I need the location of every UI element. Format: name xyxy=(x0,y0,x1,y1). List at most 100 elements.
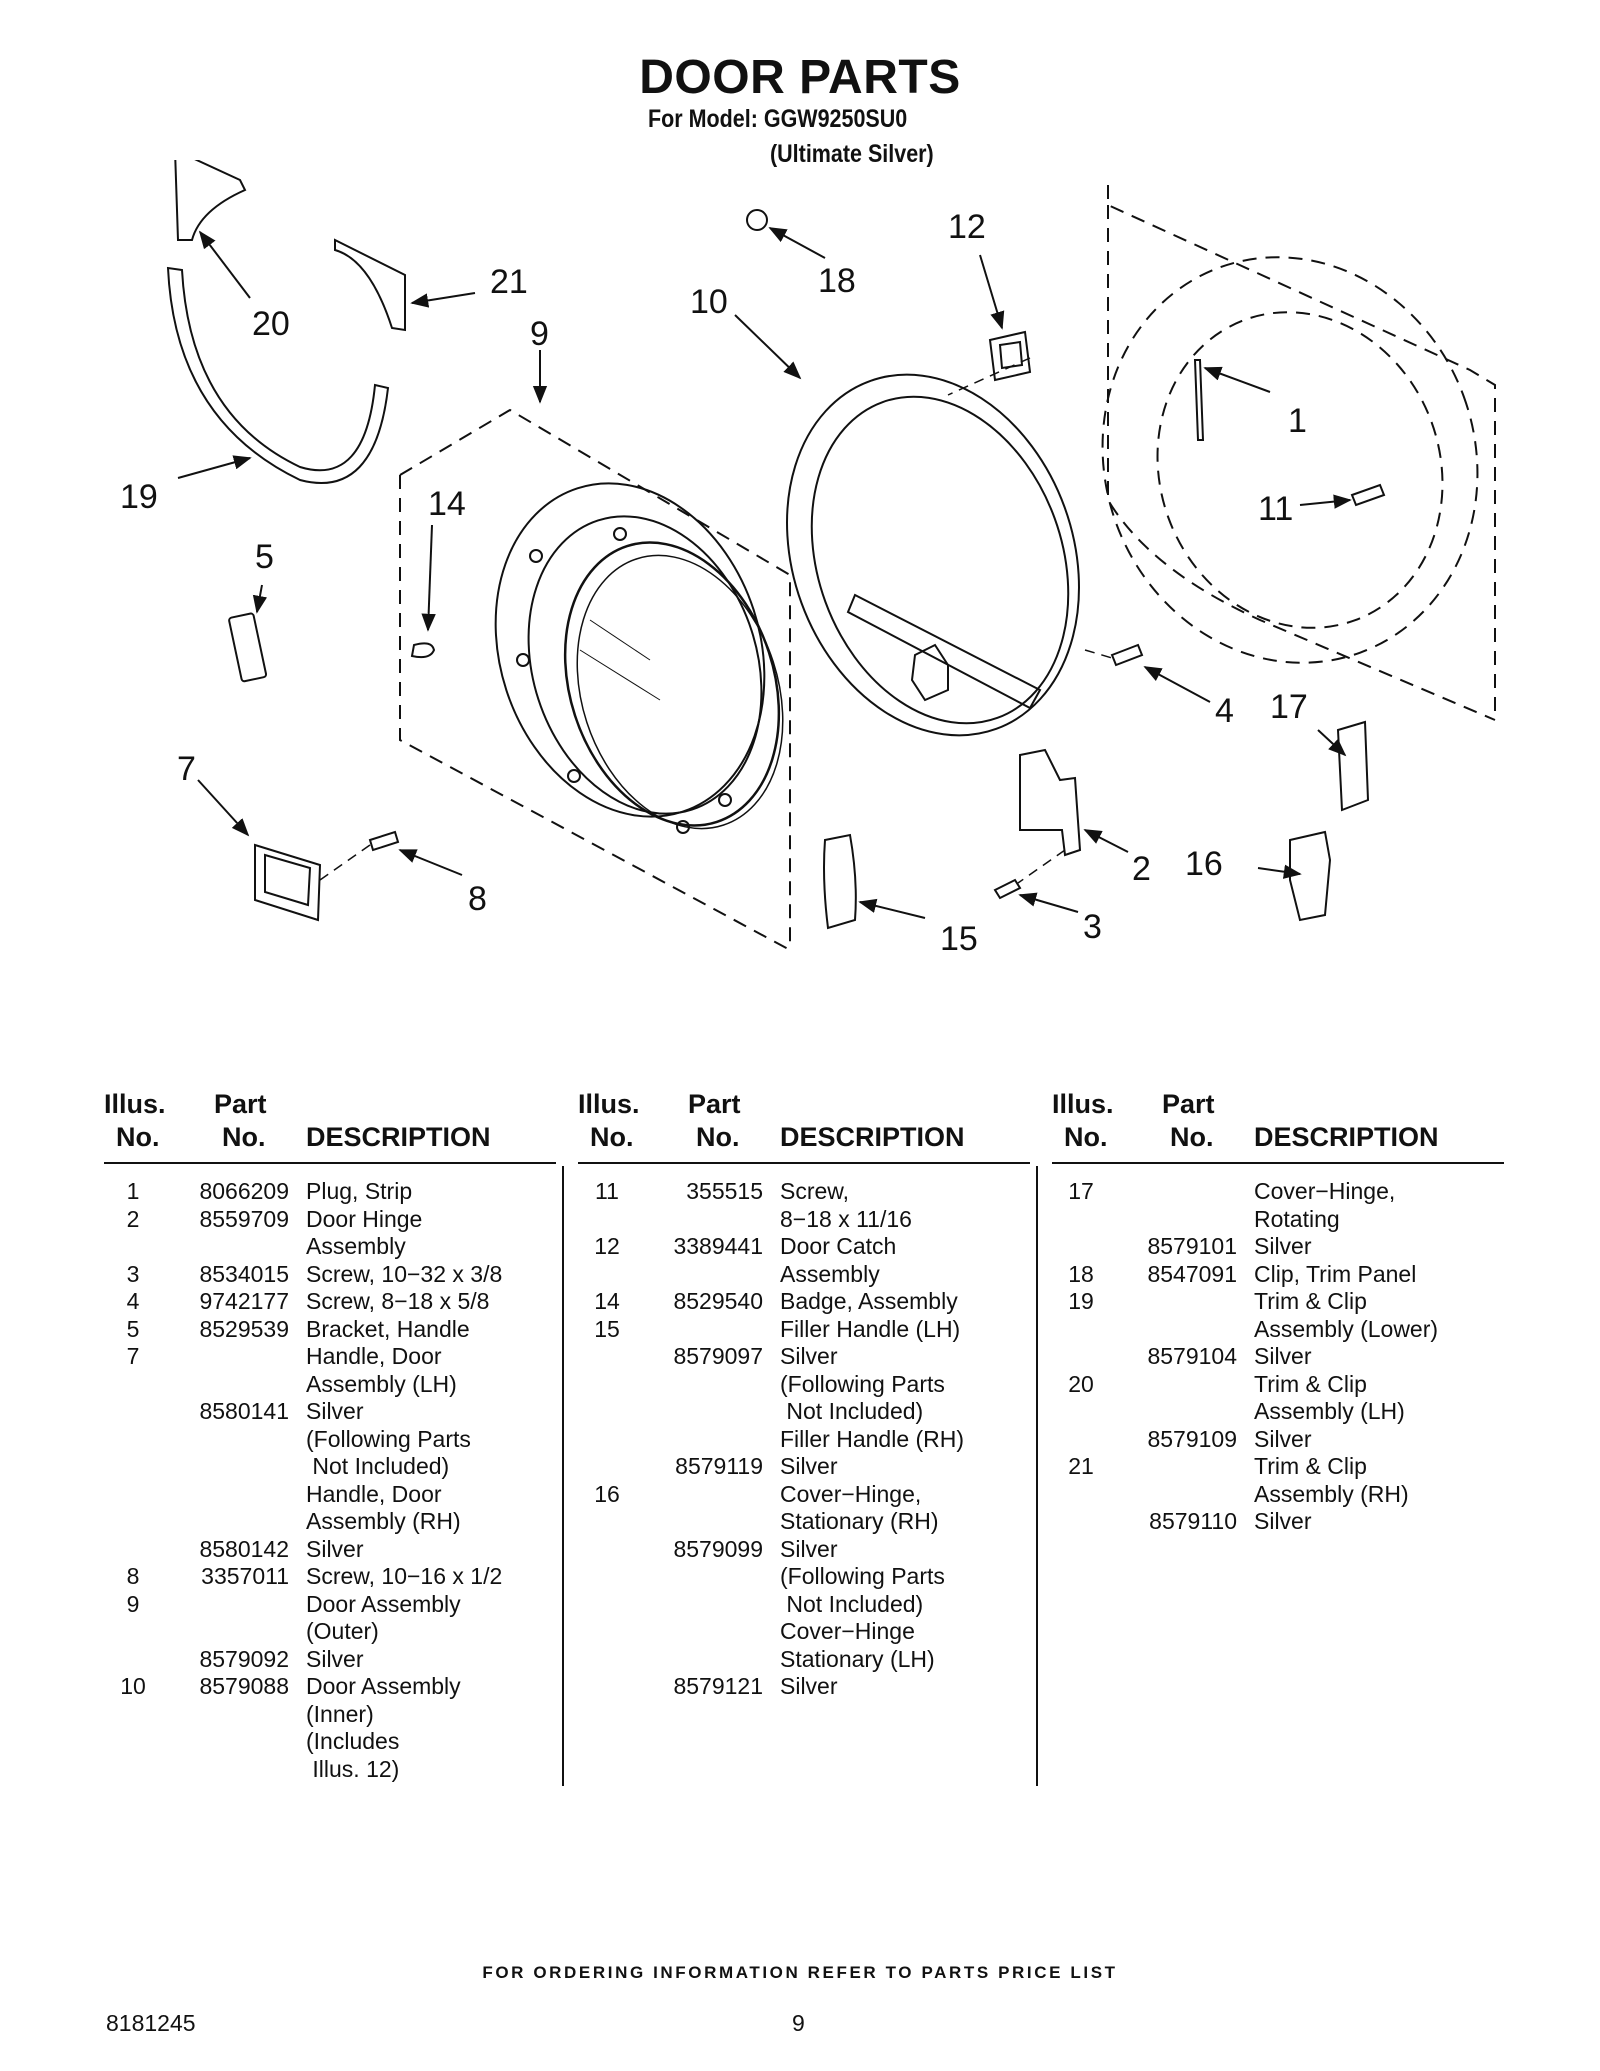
description-cell: Cover−Hinge xyxy=(780,1618,915,1644)
table-row: Filler Handle (RH) xyxy=(578,1426,1030,1454)
description-cell: (Following Parts xyxy=(780,1370,945,1397)
table-row: (Outer) xyxy=(104,1618,556,1646)
badge xyxy=(410,642,436,659)
table-row: 21 Trim & Clip xyxy=(1052,1453,1504,1481)
description-cell: Filler Handle (RH) xyxy=(780,1425,965,1452)
callout-14: 14 xyxy=(428,485,466,523)
part-no-cell: 8579092 xyxy=(199,1645,289,1672)
part-no-cell: 8529540 xyxy=(673,1288,763,1314)
illus-no-cell: 10 xyxy=(120,1673,146,1699)
callout-20: 20 xyxy=(252,305,290,343)
description-cell: Door Assembly xyxy=(306,1590,461,1617)
callout-12: 12 xyxy=(948,208,986,246)
part-no-cell: 8579099 xyxy=(673,1535,763,1562)
part-no-cell: 8579104 xyxy=(1147,1343,1237,1369)
table-row: Assembly xyxy=(578,1261,1030,1289)
description-cell: Silver xyxy=(780,1673,838,1699)
description-cell: Clip, Trim Panel xyxy=(1254,1260,1417,1287)
description-cell: Assembly xyxy=(780,1260,880,1287)
part-no-cell: 8547091 xyxy=(1147,1260,1237,1287)
table-row: 9 Door Assembly xyxy=(104,1591,556,1619)
part-no-cell: 8579097 xyxy=(673,1343,763,1369)
callout-21: 21 xyxy=(490,263,528,301)
header-description: DESCRIPTION xyxy=(1254,1122,1439,1152)
table-row: Assembly (RH) xyxy=(104,1508,556,1536)
callout-17: 17 xyxy=(1270,688,1308,726)
part-no-cell: 8534015 xyxy=(199,1260,289,1287)
ordering-note: FOR ORDERING INFORMATION REFER TO PARTS … xyxy=(482,1963,1118,1982)
plug-strip xyxy=(1193,359,1205,441)
outer-door-outline xyxy=(399,408,791,951)
description-cell: Trim & Clip xyxy=(1254,1370,1367,1397)
header-illus-no: No. xyxy=(590,1122,634,1152)
clip-trim-panel xyxy=(746,209,768,231)
part-no-cell: 3389441 xyxy=(673,1233,763,1259)
outer-door xyxy=(494,482,784,834)
illus-no-cell: 4 xyxy=(126,1288,140,1314)
callout-2: 2 xyxy=(1132,850,1151,888)
page-title: DOOR PARTS xyxy=(639,51,961,104)
illus-no-cell: 11 xyxy=(595,1178,619,1204)
page-number: 9 xyxy=(792,2010,805,2036)
header-illus: Illus. xyxy=(578,1089,640,1119)
header-part: Part xyxy=(688,1089,741,1119)
table-row: Stationary (RH) xyxy=(578,1508,1030,1536)
description-cell: Not Included) xyxy=(780,1590,924,1617)
illus-no-cell: 9 xyxy=(126,1590,140,1617)
callout-9: 9 xyxy=(530,315,549,353)
part-no-cell: 8529539 xyxy=(199,1315,289,1342)
callout-3: 3 xyxy=(1083,908,1102,946)
description-cell: Badge, Assembly xyxy=(780,1288,958,1314)
bracket-handle xyxy=(228,612,268,683)
description-cell: Rotating xyxy=(1254,1205,1340,1232)
callout-11: 11 xyxy=(1258,490,1293,528)
description-cell: Silver xyxy=(1254,1508,1312,1534)
callout-4: 4 xyxy=(1215,692,1234,730)
illus-no-cell: 18 xyxy=(1068,1260,1094,1287)
description-cell: Trim & Clip xyxy=(1254,1288,1367,1314)
parts-table-header: Illus. No. Part No. DESCRIPTION xyxy=(578,1090,1030,1164)
description-cell: Assembly (RH) xyxy=(1254,1480,1409,1507)
screw-8 xyxy=(368,830,400,852)
callout-7: 7 xyxy=(177,750,196,788)
table-row: Illus. 12) xyxy=(104,1756,556,1784)
callout-10: 10 xyxy=(690,283,728,321)
parts-table-2: Illus. No. Part No. DESCRIPTION 11 355515… xyxy=(578,1090,1030,1701)
description-cell: Screw, 10−16 x 1/2 xyxy=(306,1563,503,1589)
header-part-no: No. xyxy=(696,1122,740,1152)
callout-16: 16 xyxy=(1185,845,1223,883)
table-row: 8579097 Silver xyxy=(578,1343,1030,1371)
description-cell: (Includes xyxy=(306,1728,400,1754)
illus-no-cell: 21 xyxy=(1068,1453,1094,1479)
description-cell: Illus. 12) xyxy=(306,1755,400,1782)
description-cell: Trim & Clip xyxy=(1254,1453,1367,1479)
illus-no-cell: 17 xyxy=(1068,1178,1094,1204)
table-row: (Includes xyxy=(104,1728,556,1756)
header-illus: Illus. xyxy=(1052,1089,1114,1119)
part-no-cell: 355515 xyxy=(686,1178,763,1204)
part-no-cell: 8579121 xyxy=(673,1673,763,1699)
part-no-cell: 8579109 xyxy=(1147,1425,1237,1452)
description-cell: Silver xyxy=(780,1453,838,1479)
trim-lower xyxy=(166,266,390,485)
header-description: DESCRIPTION xyxy=(780,1122,965,1152)
callout-18: 18 xyxy=(818,262,856,300)
inner-door xyxy=(786,373,1080,737)
description-cell: Silver xyxy=(780,1343,838,1369)
header-illus: Illus. xyxy=(104,1089,166,1119)
description-cell: Assembly (Lower) xyxy=(1254,1315,1439,1342)
